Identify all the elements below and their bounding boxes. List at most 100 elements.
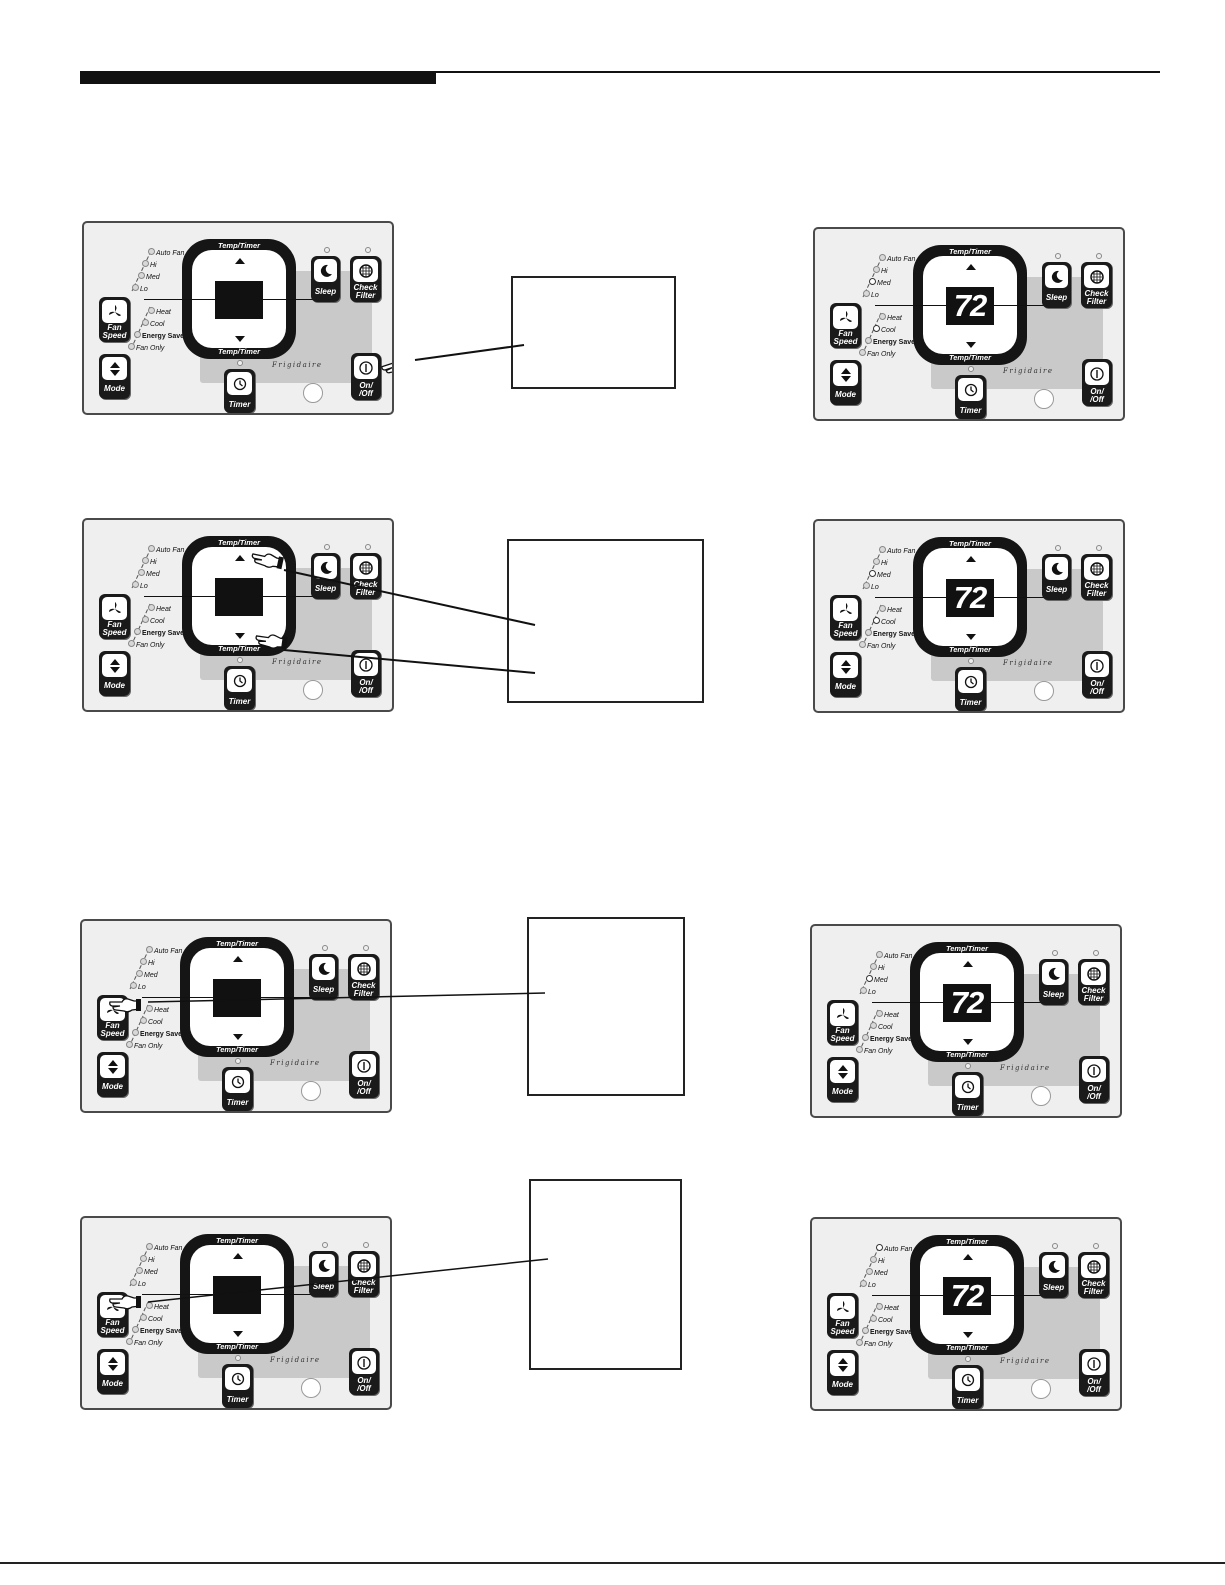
sleep-led xyxy=(322,1242,328,1248)
timer-label: Timer xyxy=(956,1396,979,1405)
temp-down-button[interactable] xyxy=(235,633,245,639)
pointing-hand-icon xyxy=(380,354,392,376)
temp-down-button[interactable] xyxy=(235,336,245,342)
temp-down-button[interactable] xyxy=(963,1039,973,1045)
temp-up-button[interactable] xyxy=(235,258,245,264)
timer-button[interactable]: Timer xyxy=(952,1072,983,1116)
temp-up-button[interactable] xyxy=(966,556,976,562)
temp-down-button[interactable] xyxy=(233,1331,243,1337)
temp-up-button[interactable] xyxy=(966,264,976,270)
on-off-button[interactable]: On//Off xyxy=(1082,651,1112,698)
sleep-button[interactable]: Sleep xyxy=(1039,1252,1068,1298)
timer-led xyxy=(965,1063,971,1069)
temp-down-button[interactable] xyxy=(233,1034,243,1040)
on-off-button[interactable]: On//Off xyxy=(351,650,381,697)
on-off-button[interactable]: On//Off xyxy=(351,353,381,400)
temp-up-button[interactable] xyxy=(963,961,973,967)
timer-button[interactable]: Timer xyxy=(224,369,255,413)
temp-timer-label-bottom: Temp/Timer xyxy=(948,645,992,654)
timer-button[interactable]: Timer xyxy=(222,1364,253,1408)
temp-down-button[interactable] xyxy=(966,342,976,348)
mode-cool-label: Cool xyxy=(881,327,896,334)
temp-up-button[interactable] xyxy=(233,1253,243,1259)
fan-auto-led xyxy=(876,1244,883,1251)
mode-button[interactable]: Mode xyxy=(97,1349,128,1394)
mode-button[interactable]: Mode xyxy=(97,1052,128,1097)
sleep-button[interactable]: Sleep xyxy=(309,954,338,1000)
mode-heat-led xyxy=(879,605,886,612)
on-label: On/ xyxy=(1090,387,1104,396)
mode-button[interactable]: Mode xyxy=(99,354,130,399)
off-label: /Off xyxy=(357,1384,371,1393)
power-icon xyxy=(354,356,378,379)
sleep-button[interactable]: Sleep xyxy=(309,1251,338,1297)
temp-up-button[interactable] xyxy=(963,1254,973,1260)
timer-button[interactable]: Timer xyxy=(224,666,255,710)
temp-up-button[interactable] xyxy=(233,956,243,962)
temp-down-button[interactable] xyxy=(966,634,976,640)
filter-icon xyxy=(1081,962,1106,985)
on-off-button[interactable]: On//Off xyxy=(1082,359,1112,406)
moon-icon xyxy=(1042,1255,1065,1278)
mode-button[interactable]: Mode xyxy=(827,1350,858,1395)
check-filter-led xyxy=(1096,253,1102,259)
filter-icon xyxy=(353,259,378,282)
off-label: /Off xyxy=(1087,1092,1101,1101)
fan-lo-led xyxy=(863,582,870,589)
fan-hi-label: Hi xyxy=(881,560,888,567)
timer-button[interactable]: Timer xyxy=(222,1067,253,1111)
mode-button[interactable]: Mode xyxy=(99,651,130,696)
fan-lo-label: Lo xyxy=(140,583,148,590)
mode-button[interactable]: Mode xyxy=(830,360,861,405)
on-off-button[interactable]: On//Off xyxy=(1079,1056,1109,1103)
temp-up-button[interactable] xyxy=(235,555,245,561)
mode-button[interactable]: Mode xyxy=(830,652,861,697)
brand-logo: Frigidaire xyxy=(1003,367,1054,375)
clock-icon xyxy=(225,1070,250,1093)
mode-fanonly-label: Fan Only xyxy=(134,1043,163,1050)
pointing-hand-icon xyxy=(108,1291,142,1313)
timer-button[interactable]: Timer xyxy=(952,1365,983,1409)
fan-hi-led xyxy=(142,557,149,564)
brand-logo: Frigidaire xyxy=(270,1356,321,1364)
sleep-button[interactable]: Sleep xyxy=(1042,554,1071,600)
timer-label: Timer xyxy=(226,1098,249,1107)
fan-label: Fan xyxy=(107,323,122,332)
fan-icon xyxy=(830,1296,855,1319)
timer-button[interactable]: Timer xyxy=(955,375,986,419)
on-off-button[interactable]: On//Off xyxy=(349,1348,379,1395)
check-label: Check xyxy=(1081,986,1106,995)
on-off-button[interactable]: On//Off xyxy=(1079,1349,1109,1396)
sleep-button[interactable]: Sleep xyxy=(1042,262,1071,308)
on-label: On/ xyxy=(359,678,373,687)
callout-box-1 xyxy=(511,276,676,389)
on-off-button[interactable]: On//Off xyxy=(349,1051,379,1098)
filter-label: Filter xyxy=(355,588,376,597)
mode-button[interactable]: Mode xyxy=(827,1057,858,1102)
temp-down-button[interactable] xyxy=(963,1332,973,1338)
fan-lo-led xyxy=(863,290,870,297)
sleep-button[interactable]: Sleep xyxy=(311,256,340,302)
fan-hi-led xyxy=(142,260,149,267)
remote-receiver xyxy=(303,680,323,700)
on-label: On/ xyxy=(1087,1377,1101,1386)
timer-button[interactable]: Timer xyxy=(955,667,986,711)
sleep-button[interactable]: Sleep xyxy=(1039,959,1068,1005)
fan-label: Fan xyxy=(835,1319,850,1328)
brand-logo: Frigidaire xyxy=(272,658,323,666)
